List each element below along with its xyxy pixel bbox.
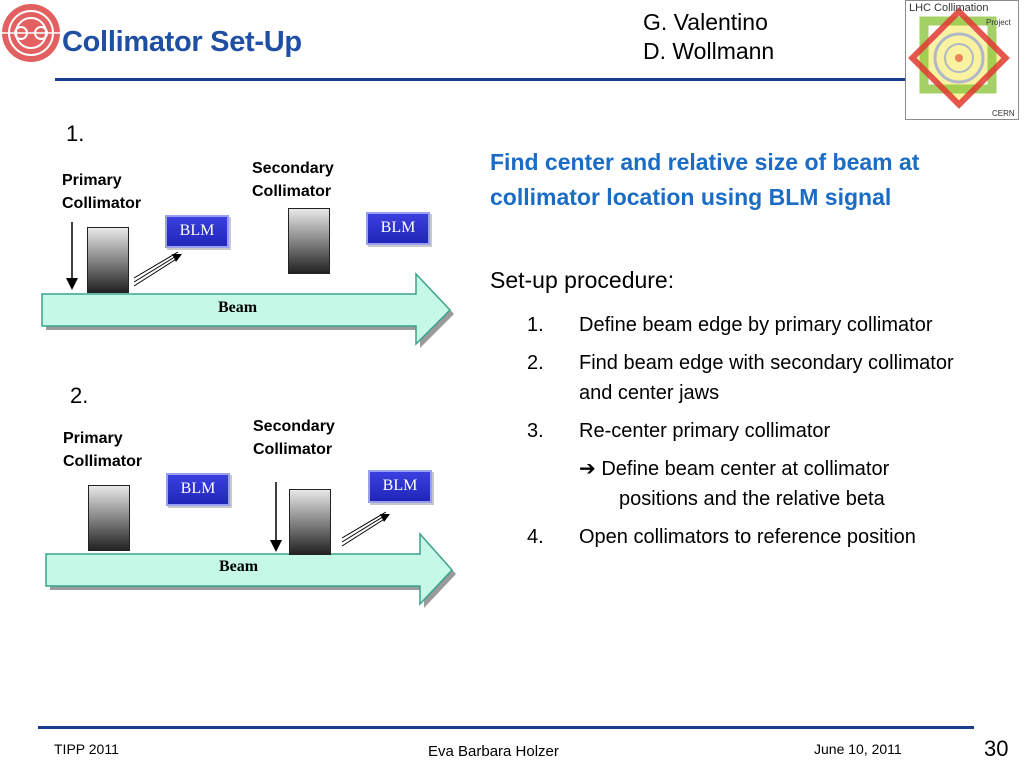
page-title: Collimator Set-Up <box>62 26 302 58</box>
diagram1-loss-arrows-icon <box>133 251 182 287</box>
diagram2-primary-collimator <box>88 485 130 551</box>
lhc-logo-project: Project <box>986 18 1011 27</box>
diagram1-beam-label: Beam <box>218 299 258 316</box>
step-3: 3. Re-center primary collimator <box>527 416 957 446</box>
diagram1-blm-left: BLM <box>165 215 229 248</box>
page-number: 30 <box>984 736 1009 761</box>
diagram2-beam-arrow <box>45 532 456 608</box>
footer-rule <box>38 726 974 729</box>
step-1-text: Define beam edge by primary collimator <box>579 314 933 336</box>
setup-title: Set-up procedure: <box>490 267 675 293</box>
diagram1-primary-collimator <box>87 227 129 293</box>
step-2-text: Find beam edge with secondary collimator… <box>579 352 954 404</box>
lhc-collimation-logo: LHC Collimation Project CERN <box>905 0 1019 120</box>
lhc-logo-cern: CERN <box>992 109 1015 118</box>
diagram2-blm-left: BLM <box>166 473 230 506</box>
step-4-text: Open collimators to reference position <box>579 526 916 548</box>
step-2-number: 2. <box>527 352 544 374</box>
footer-presenter: Eva Barbara Holzer <box>428 743 559 760</box>
diagram1-secondary-collimator <box>288 208 330 274</box>
diagram2-number: 2. <box>70 383 89 408</box>
step-1-number: 1. <box>527 314 544 336</box>
step-1: 1. Define beam edge by primary collimato… <box>527 310 957 340</box>
author-2: D. Wollmann <box>643 38 775 64</box>
diagram1-number: 1. <box>66 121 85 146</box>
diagram1-beam-arrow <box>41 272 454 348</box>
step-3-text: Re-center primary collimator <box>579 420 831 442</box>
diagram2-blm-right: BLM <box>368 470 432 503</box>
lhc-logo-graphic <box>908 7 1010 109</box>
step-4: 4. Open collimators to reference positio… <box>527 522 957 552</box>
diagram2-down-arrow-icon <box>270 482 282 552</box>
footer-date: June 10, 2011 <box>814 741 902 757</box>
procedure-heading: Find center and relative size of beam at… <box>490 149 920 210</box>
step-3-substep: ➔ Define beam center at collimator posit… <box>579 458 890 510</box>
diagram2-beam-label: Beam <box>219 558 259 575</box>
author-1: G. Valentino <box>643 9 768 35</box>
footer-conference: TIPP 2011 <box>54 741 119 757</box>
diagram1-blm-right: BLM <box>366 212 430 245</box>
cern-logo <box>2 4 60 62</box>
step-3-number: 3. <box>527 420 544 442</box>
step-2: 2. Find beam edge with secondary collima… <box>527 348 957 408</box>
diagram1-down-arrow-icon <box>66 222 78 290</box>
authors: G. Valentino D. Wollmann <box>643 8 774 66</box>
diagram2-secondary-collimator <box>289 489 331 555</box>
header-rule <box>55 78 905 81</box>
steps-list: 1. Define beam edge by primary collimato… <box>527 310 957 560</box>
diagram2-loss-arrows-icon <box>341 511 390 547</box>
step-4-number: 4. <box>527 526 544 548</box>
lhc-logo-title: LHC Collimation <box>909 2 989 14</box>
